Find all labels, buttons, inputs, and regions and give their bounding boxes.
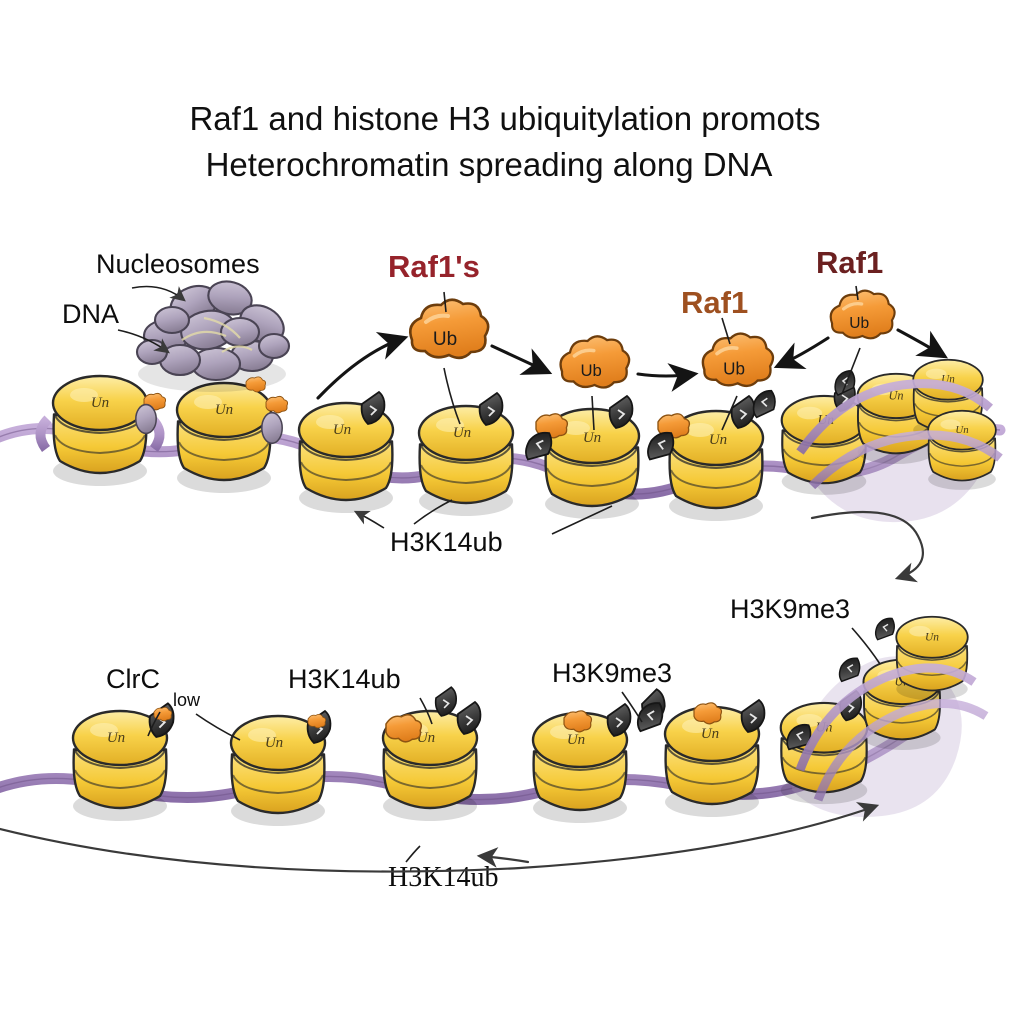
arrow-to-ub1 (316, 332, 409, 400)
arrow-ub4-to-ub3 (773, 336, 830, 369)
nucleosome-glyph: Un (709, 432, 727, 448)
label-clrc: ClrC (106, 664, 160, 694)
ub-blobs-top: Ub Ub Ub Ub (408, 288, 897, 390)
arrow-ub1-to-ub2 (490, 344, 553, 375)
label-raf1-mid: Raf1 (681, 285, 748, 320)
label-h3k14ub-bottom: H3K14ub (388, 862, 498, 893)
label-h3k14ub-row2: H3K14ub (288, 664, 401, 694)
nucleosome: Un (521, 395, 641, 521)
ub-label: Ub (580, 361, 601, 380)
top-row-labels: Nucleosomes DNA Raf1's Raf1 Raf1 H3K14ub (62, 245, 883, 557)
raf1-leader-lines (443, 285, 861, 431)
nucleosome-glyph: Un (453, 425, 471, 441)
nucleosome-tangle (135, 280, 291, 393)
nucleosome-glyph: Un (107, 730, 125, 746)
nucleosome: Un (643, 395, 765, 523)
nucleosome-glyph: Un (91, 395, 109, 411)
bottom-row-nucleosomes: Un Un Un Un Un (71, 614, 989, 828)
bottom-sweep-arrow (0, 802, 880, 873)
nucleosome-glyph: Un (567, 732, 585, 748)
label-h3k9me3-right: H3K9me3 (730, 594, 850, 624)
nucleosome-glyph: Un (955, 424, 968, 436)
nucleosome: Un (229, 710, 332, 828)
ub-blob: Ub (408, 297, 491, 360)
nucleosome: Un (35, 374, 167, 488)
nucleosome-glyph: Un (701, 726, 719, 742)
figure-title: Raf1 and histone H3 ubiquitylation promo… (189, 100, 820, 183)
label-dna: DNA (62, 299, 119, 329)
condensed-cluster-top: Un Un Un Un (751, 358, 1003, 523)
label-clrc-subscript: low (173, 690, 201, 710)
nucleosome-glyph: Un (888, 388, 903, 402)
nucleosome-glyph: Un (417, 730, 435, 746)
nucleosome: Un (297, 391, 395, 515)
nucleosome: Un (531, 687, 669, 825)
ub-blob: Ub (558, 334, 631, 390)
title-line-1: Raf1 and histone H3 ubiquitylation promo… (189, 100, 820, 137)
nucleosome: Un (417, 392, 515, 518)
label-h3k14ub-top: H3K14ub (390, 527, 503, 557)
nucleosome-glyph: Un (583, 430, 601, 446)
nucleosome: Un (175, 381, 289, 495)
nucleosome: Un (381, 686, 482, 823)
title-line-2: Heterochromatin spreading along DNA (206, 146, 773, 183)
nucleosome-glyph: Un (333, 422, 351, 438)
top-row-arrows (316, 328, 948, 400)
histone-tail (261, 411, 283, 445)
ub-blob: Ub (701, 331, 775, 388)
label-h3k9me3-mid: H3K9me3 (552, 658, 672, 688)
arrow-ub4-to-cluster (896, 328, 948, 359)
nucleosome-glyph: Un (215, 402, 233, 418)
arrow-row1-to-row2 (810, 510, 924, 583)
nucleosome: Un (634, 697, 766, 819)
nucleosome: Un (71, 702, 175, 823)
label-raf1s: Raf1's (388, 249, 480, 284)
ub-label: Ub (723, 359, 745, 378)
ub-label: Ub (849, 315, 869, 332)
label-nucleosomes: Nucleosomes (96, 249, 260, 279)
condensed-cluster-bottom: Un Un Un (779, 614, 989, 817)
ub-label: Ub (433, 329, 457, 350)
bottom-row-labels: ClrC low H3K14ub H3K9me3 H3K9me3 H3K14ub (106, 594, 881, 893)
arrow-ub2-to-ub3 (636, 363, 699, 392)
label-raf1-right: Raf1 (816, 245, 883, 280)
nucleosome-glyph: Un (265, 735, 283, 751)
top-row-nucleosomes: Un Un Un Un Un (35, 358, 1003, 523)
histone-tail (135, 403, 157, 435)
nucleosome-glyph: Un (925, 631, 939, 643)
ub-blob: Ub (829, 288, 897, 340)
